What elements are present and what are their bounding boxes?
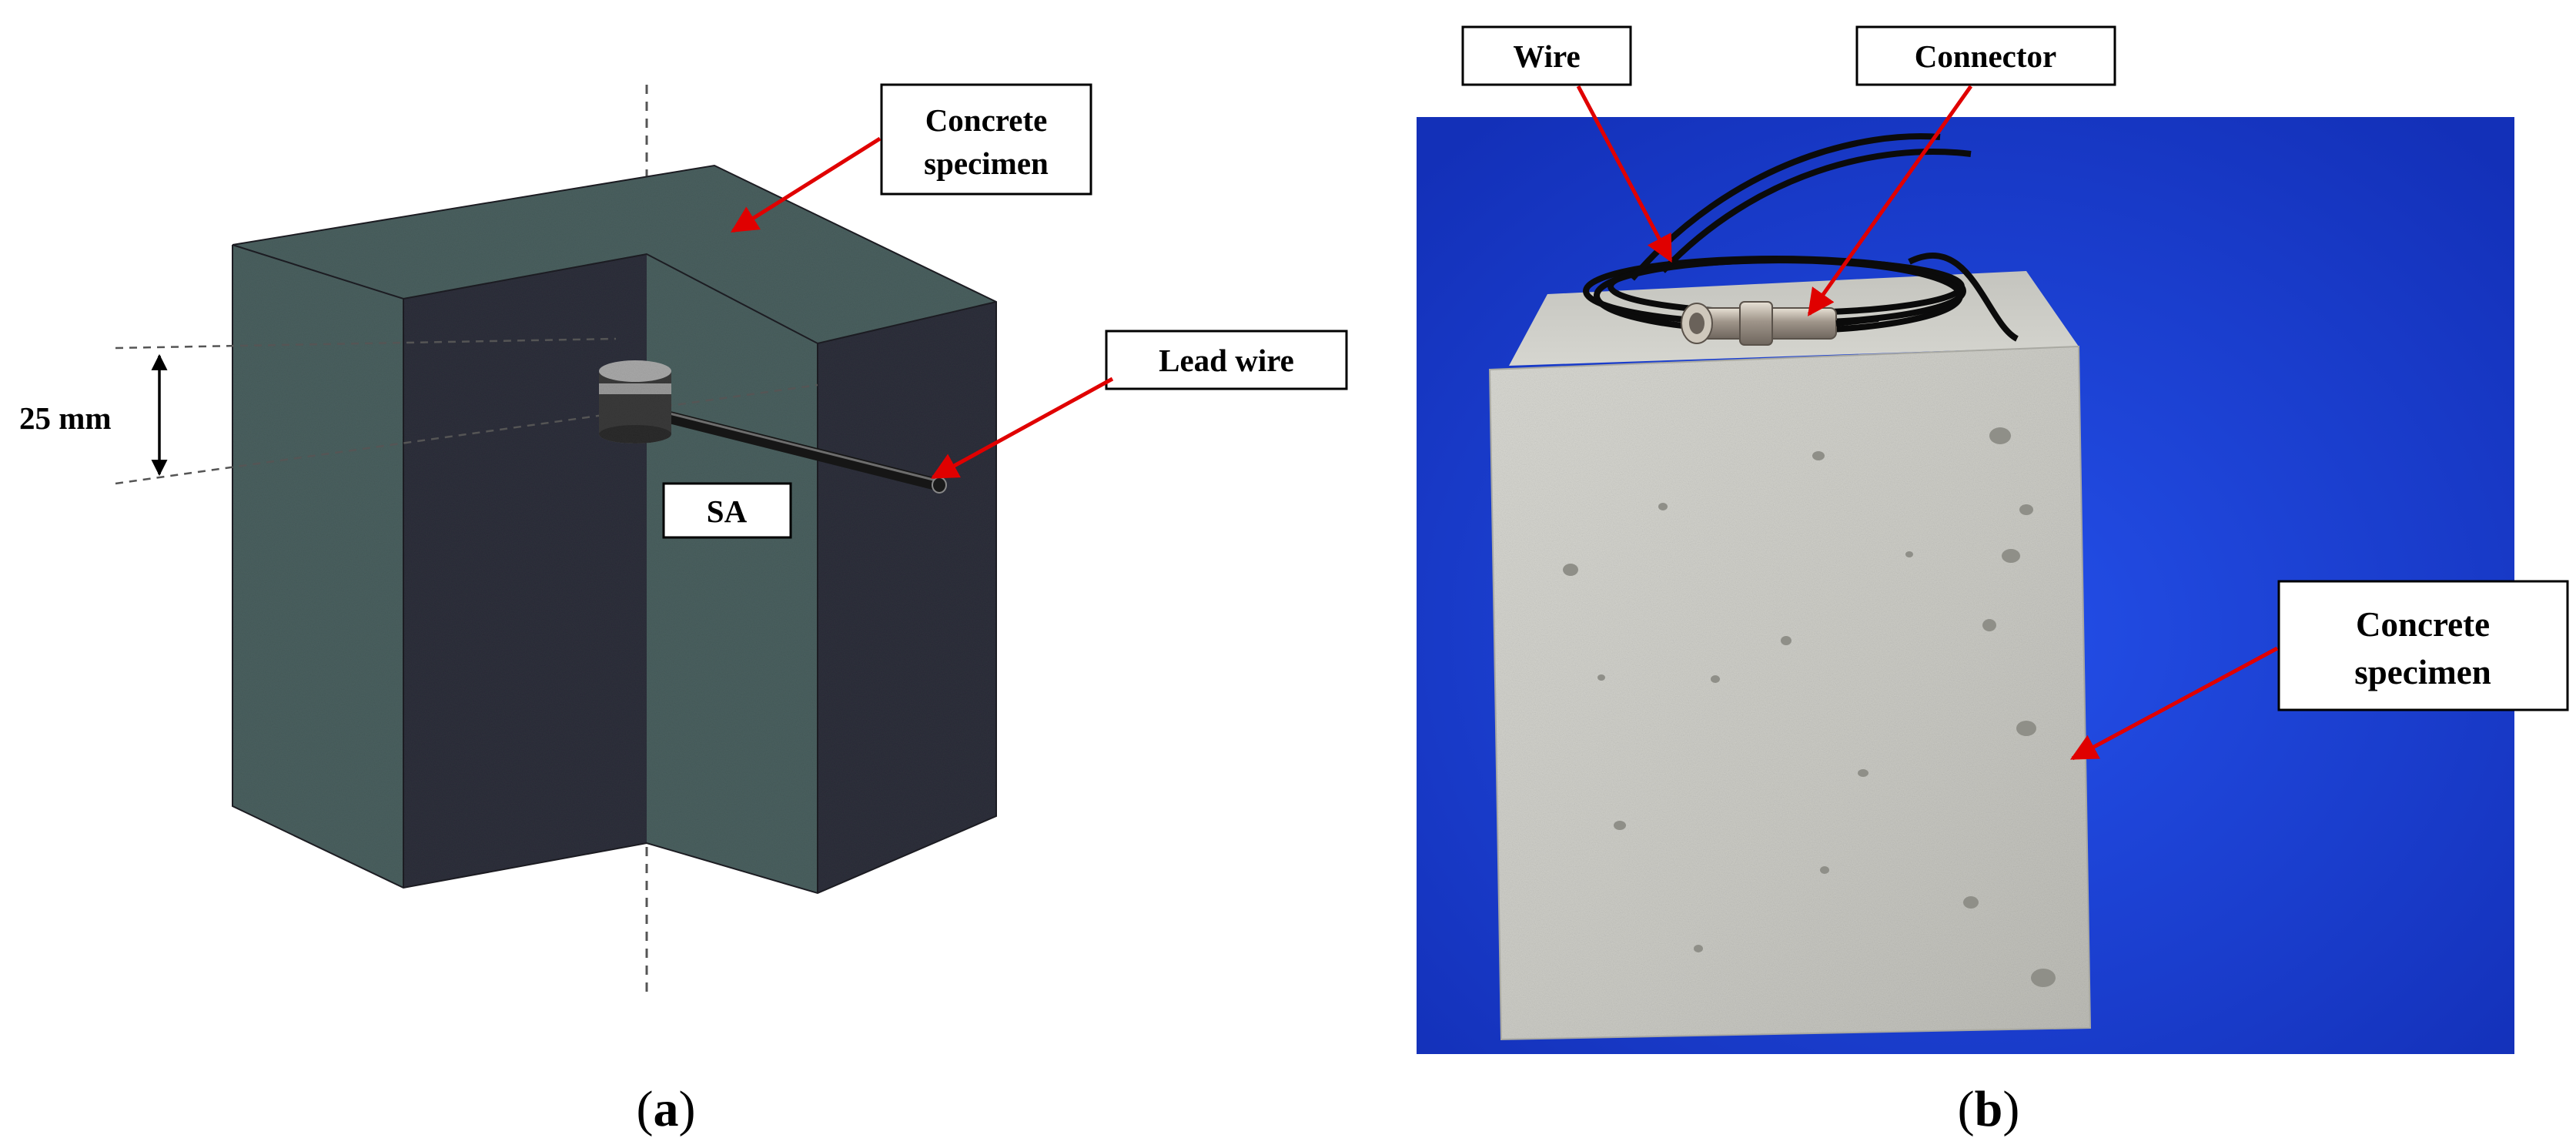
label-sa: SA bbox=[662, 482, 792, 539]
svg-text:SA: SA bbox=[707, 494, 748, 529]
specimen-left-face bbox=[233, 245, 403, 888]
svg-text:Connector: Connector bbox=[1915, 38, 2056, 74]
lead-wire-rod bbox=[633, 403, 945, 491]
label-connector: Connector bbox=[1855, 25, 2116, 86]
label-lead-wire: Lead wire bbox=[1105, 330, 1348, 390]
label-concrete-specimen-a: Concrete specimen bbox=[880, 83, 1092, 196]
dimension-line-top bbox=[115, 337, 617, 350]
specimen-right-face bbox=[818, 302, 996, 893]
arrow-concrete-specimen-a bbox=[731, 136, 882, 233]
notch-right-wall bbox=[647, 254, 818, 893]
label-concrete-specimen-b: Concrete specimen bbox=[2277, 580, 2569, 711]
arrow-connector bbox=[1807, 85, 1973, 316]
notch-left-wall bbox=[403, 254, 647, 888]
label-wire: Wire bbox=[1461, 25, 1632, 86]
sa-sensor bbox=[599, 360, 671, 443]
dimension-line-bottom bbox=[115, 383, 818, 485]
svg-text:Concrete: Concrete bbox=[925, 102, 1048, 138]
caption-a: (a) bbox=[637, 1081, 696, 1137]
arrow-wire bbox=[1576, 85, 1673, 263]
concrete-cube bbox=[1488, 271, 2092, 1041]
arrow-lead-wire bbox=[930, 377, 1114, 480]
panel-b-photo: Wire Connector Concrete specimen (b) bbox=[1417, 25, 2569, 1137]
arrow-concrete-specimen-b bbox=[2069, 646, 2279, 761]
svg-text:Lead wire: Lead wire bbox=[1159, 343, 1294, 378]
connector-device bbox=[1681, 301, 1879, 346]
svg-text:specimen: specimen bbox=[2354, 653, 2491, 691]
dimension-label: 25 mm bbox=[19, 400, 112, 436]
svg-text:Wire: Wire bbox=[1513, 38, 1580, 74]
svg-text:specimen: specimen bbox=[924, 146, 1049, 181]
svg-text:Concrete: Concrete bbox=[2356, 605, 2490, 644]
concrete-pores bbox=[1563, 427, 2056, 987]
panel-a-diagram: 25 mm Concrete specimen Lead wire SA bbox=[19, 83, 1348, 1137]
caption-b: (b) bbox=[1958, 1081, 2020, 1137]
